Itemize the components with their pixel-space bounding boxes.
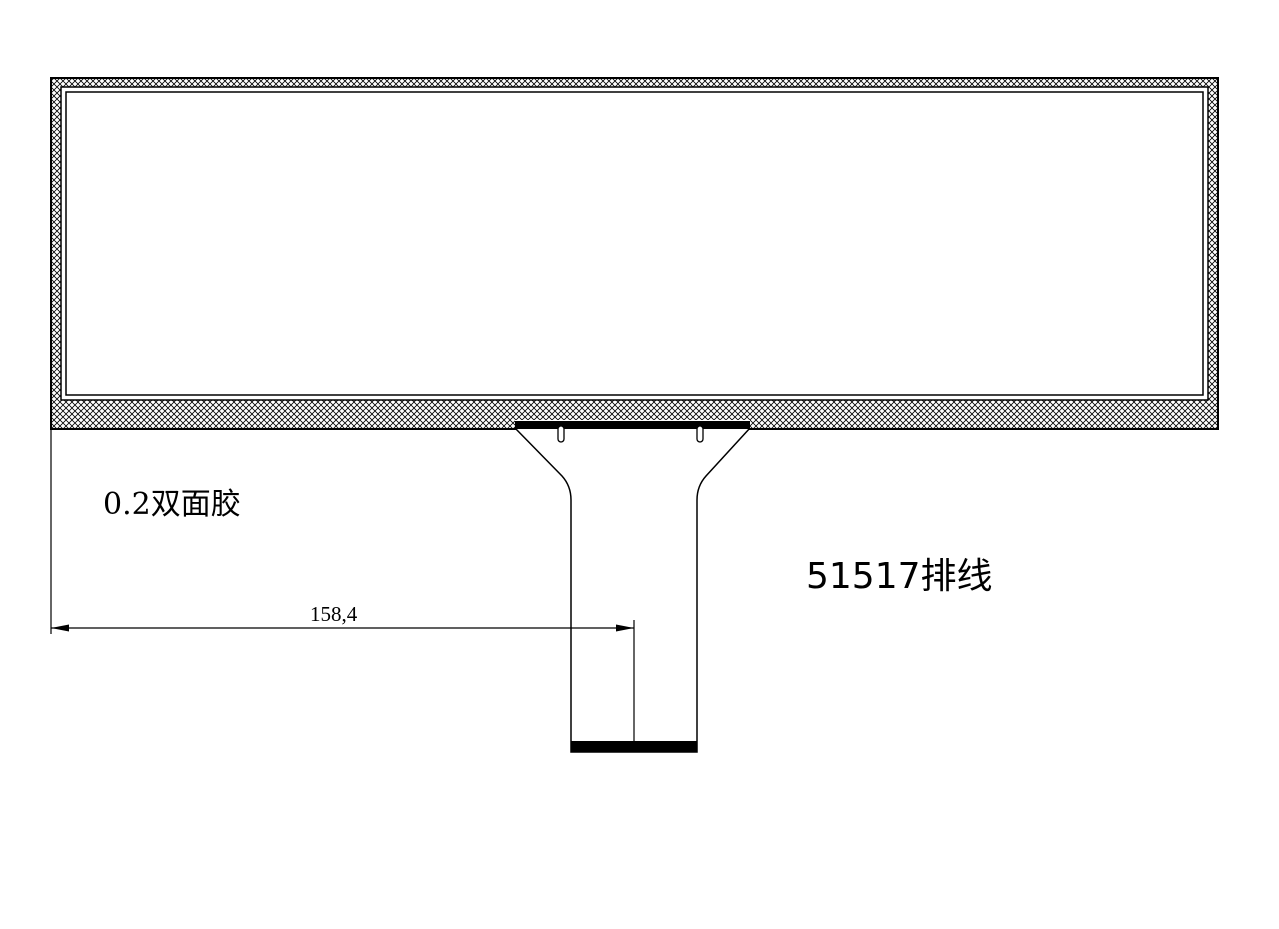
dimension-arrow-right (616, 624, 634, 632)
adhesive-frame (50, 77, 1219, 430)
dimension-value: 158,4 (310, 602, 358, 626)
dimension-arrow-left (51, 624, 69, 632)
fpc-slot-left (557, 425, 565, 443)
fpc-cable (514, 420, 751, 753)
fpc-slot-right (696, 425, 704, 443)
display-window-inner-border (65, 91, 1204, 396)
display-window (60, 86, 1209, 401)
cable-label: 51517排线 (806, 556, 993, 597)
fpc-top-stiffener (515, 421, 750, 429)
fpc-contact-bar (571, 741, 697, 752)
fpc-cable-outline (514, 427, 751, 753)
dimension-158-4: 158,4 (50, 429, 635, 741)
adhesive-label: 0.2双面胶 (103, 487, 241, 522)
